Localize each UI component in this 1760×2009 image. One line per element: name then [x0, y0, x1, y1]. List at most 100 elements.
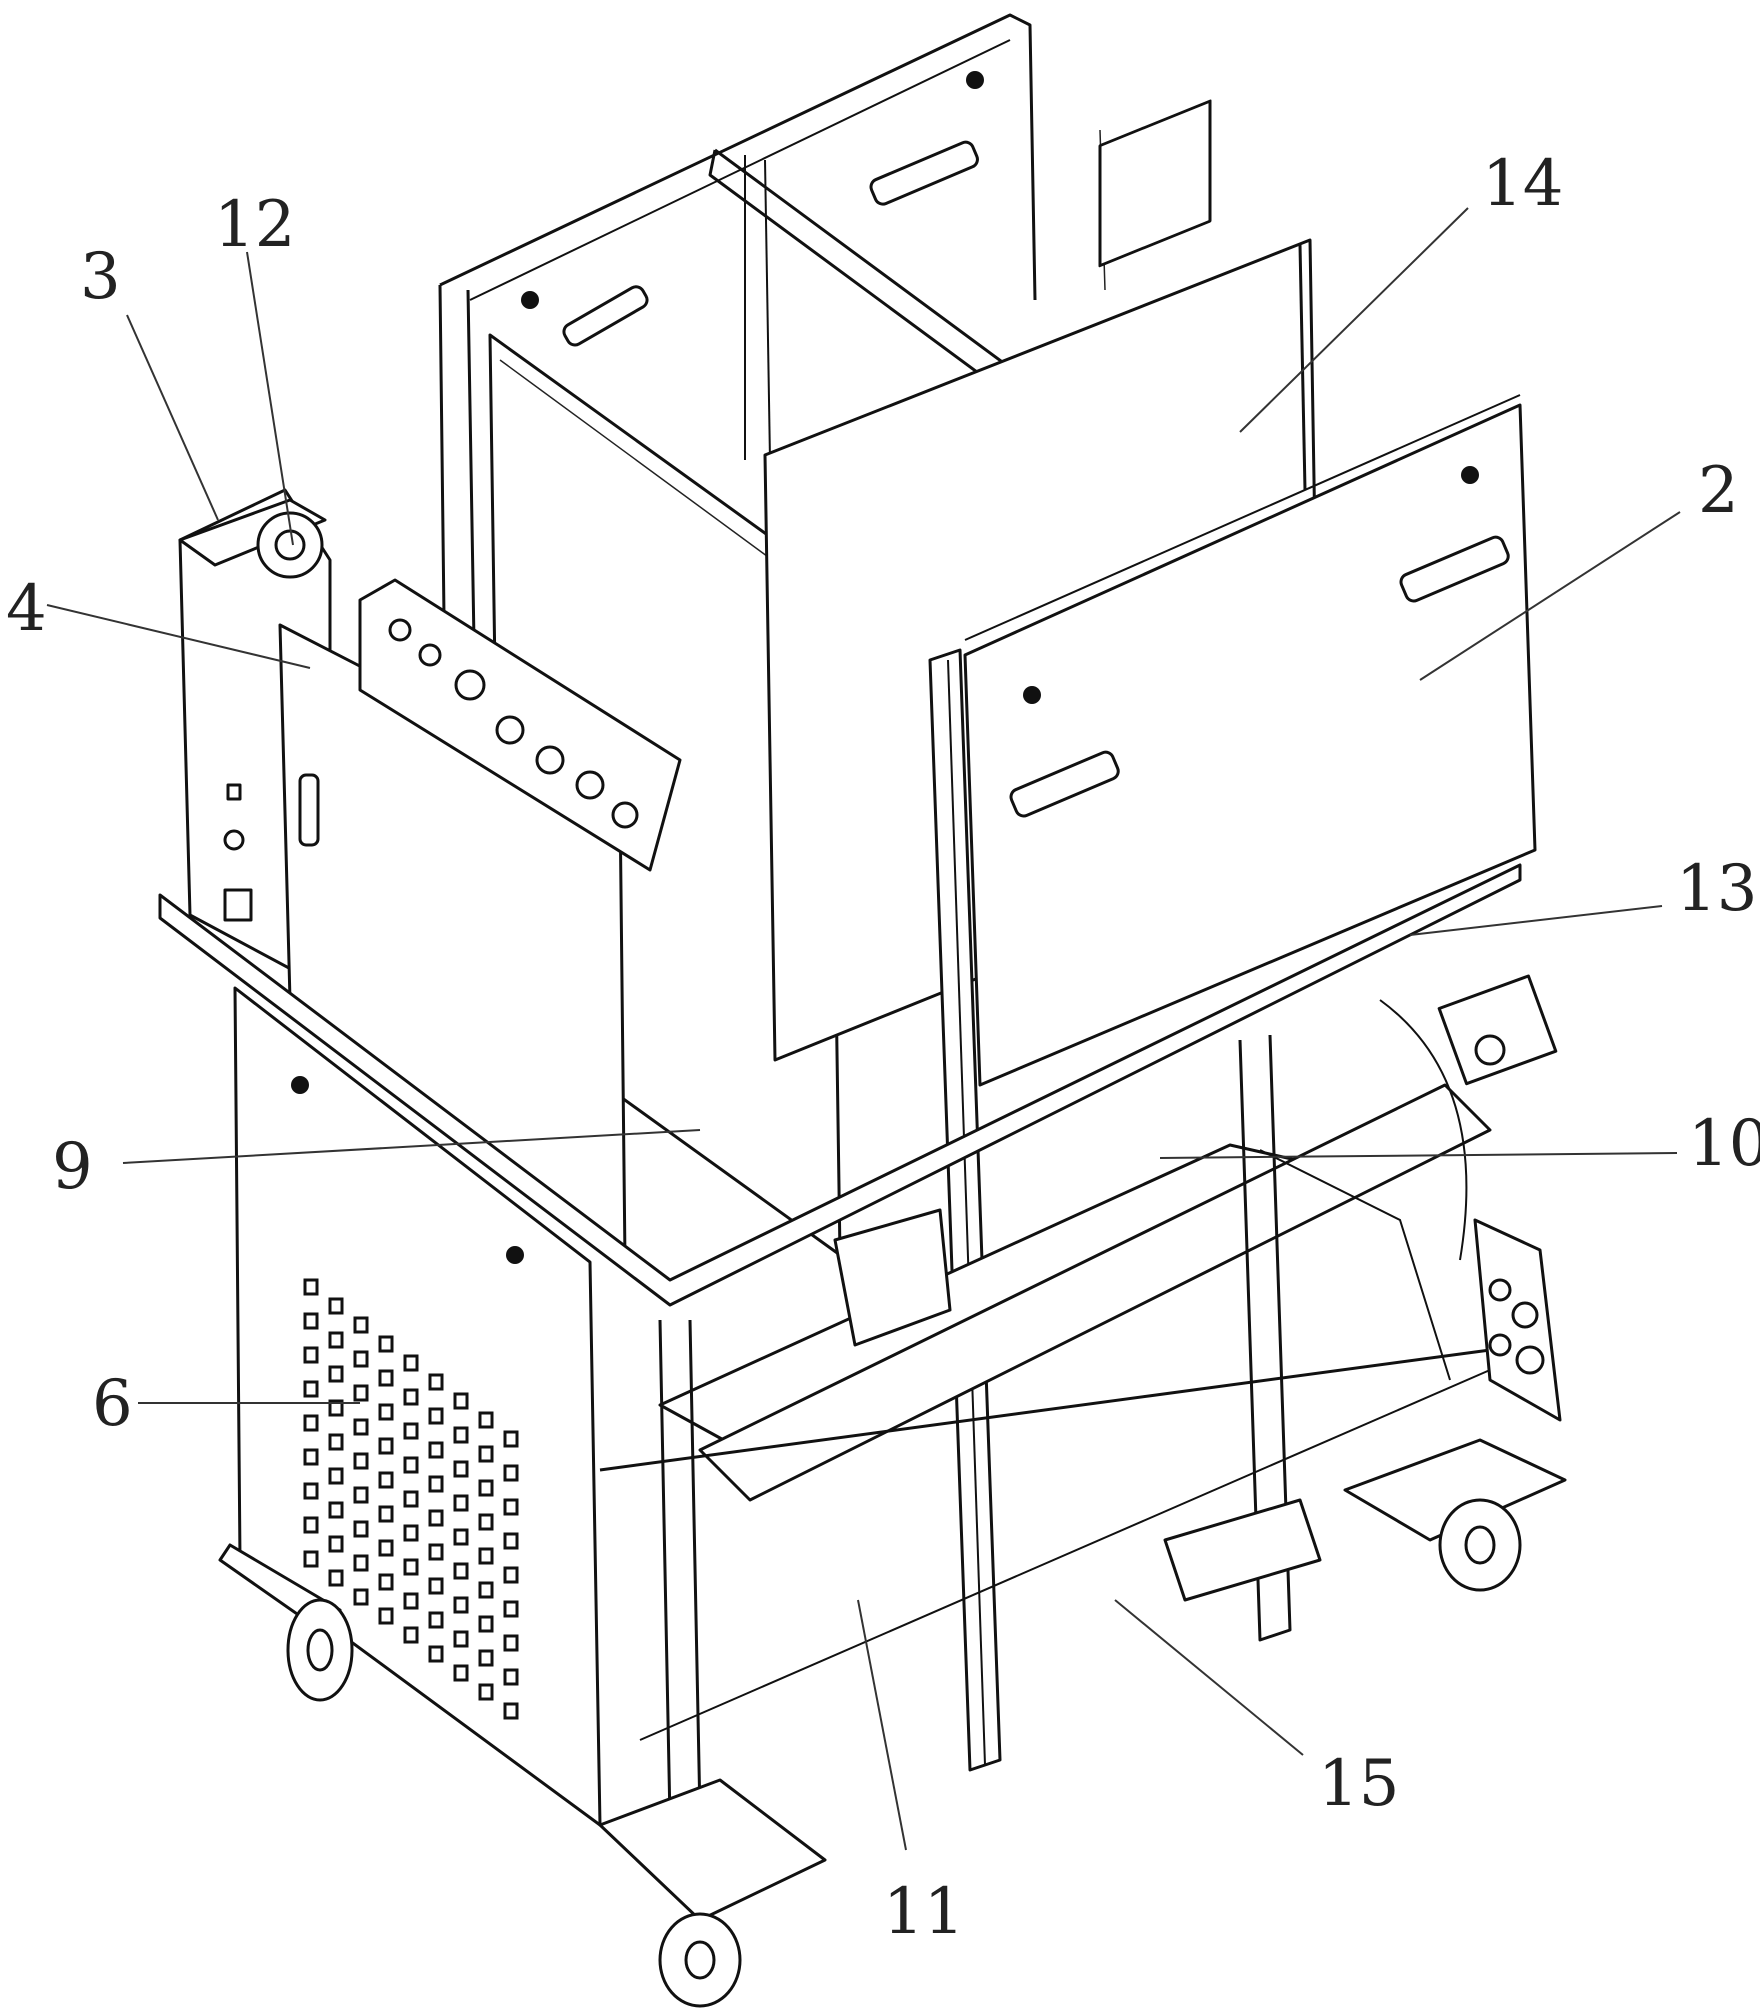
leader-4	[46, 604, 311, 669]
vent-hole	[353, 1316, 369, 1334]
vent-hole	[328, 1297, 344, 1315]
vent-hole	[353, 1554, 369, 1572]
vent-hole	[353, 1418, 369, 1436]
vent-hole	[303, 1448, 319, 1466]
vent-hole	[503, 1464, 519, 1482]
vent-hole	[328, 1501, 344, 1519]
vent-hole	[378, 1471, 394, 1489]
vent-hole	[353, 1520, 369, 1538]
vent-hole	[378, 1369, 394, 1387]
vent-hole	[503, 1566, 519, 1584]
vent-hole	[403, 1388, 419, 1406]
vent-hole	[478, 1581, 494, 1599]
ref-label-13: 13	[1676, 852, 1757, 926]
vent-hole	[403, 1354, 419, 1372]
vent-hole	[428, 1611, 444, 1629]
table-top	[158, 863, 1522, 1307]
vent-hole	[478, 1547, 494, 1565]
vent-hole	[503, 1600, 519, 1618]
vent-hole	[478, 1683, 494, 1701]
vent-hole	[478, 1513, 494, 1531]
leader-12	[246, 251, 294, 546]
vent-hole	[503, 1498, 519, 1516]
vent-hole	[403, 1422, 419, 1440]
ref-label-10: 10	[1688, 1107, 1760, 1181]
vent-hole	[503, 1430, 519, 1448]
vent-hole	[403, 1490, 419, 1508]
vent-hole	[328, 1467, 344, 1485]
vent-hole	[328, 1535, 344, 1553]
vent-hole	[403, 1592, 419, 1610]
leader-13	[1409, 905, 1663, 936]
vent-hole	[503, 1702, 519, 1720]
ref-label-4: 4	[6, 572, 47, 646]
vent-hole	[353, 1384, 369, 1402]
vent-hole	[403, 1626, 419, 1644]
vent-hole	[328, 1569, 344, 1587]
leader-3	[126, 314, 219, 521]
casters	[218, 1438, 1567, 2008]
vent-hole	[453, 1494, 469, 1512]
vent-hole	[403, 1524, 419, 1542]
ref-label-15: 15	[1318, 1747, 1399, 1821]
vent-hole	[428, 1407, 444, 1425]
vent-hole	[328, 1433, 344, 1451]
vent-hole	[303, 1346, 319, 1364]
vent-hole	[303, 1516, 319, 1534]
vent-hole	[328, 1365, 344, 1383]
vent-hole	[303, 1414, 319, 1432]
vent-hole	[303, 1550, 319, 1568]
leader-11	[857, 1599, 907, 1851]
vent-hole	[378, 1505, 394, 1523]
vent-hole	[403, 1456, 419, 1474]
ref-label-14: 14	[1482, 147, 1563, 221]
vent-hole	[453, 1392, 469, 1410]
vent-hole	[403, 1558, 419, 1576]
vent-hole	[328, 1331, 344, 1349]
vent-hole	[503, 1532, 519, 1550]
vent-hole	[503, 1668, 519, 1686]
vent-hole	[378, 1335, 394, 1353]
vent-hole	[453, 1630, 469, 1648]
vent-hole	[428, 1543, 444, 1561]
ref-label-6: 6	[92, 1367, 133, 1441]
leader-lines	[46, 207, 1681, 1851]
lower-frame	[599, 974, 1562, 1822]
vent-hole	[453, 1426, 469, 1444]
vent-hole	[478, 1649, 494, 1667]
vent-hole	[378, 1437, 394, 1455]
ref-label-12: 12	[214, 188, 295, 262]
vent-hole	[428, 1441, 444, 1459]
vent-hole	[453, 1460, 469, 1478]
vent-hole	[428, 1373, 444, 1391]
ref-label-11: 11	[883, 1875, 964, 1949]
vent-hole	[478, 1411, 494, 1429]
vent-hole	[453, 1664, 469, 1682]
vent-hole	[378, 1573, 394, 1591]
leader-10	[1159, 1152, 1678, 1159]
vent-hole	[378, 1539, 394, 1557]
vent-hole	[353, 1452, 369, 1470]
leader-2	[1419, 511, 1681, 681]
vent-hole	[378, 1607, 394, 1625]
vent-hole	[428, 1475, 444, 1493]
leader-14	[1239, 207, 1469, 433]
vent-hole	[478, 1479, 494, 1497]
leader-9	[122, 1129, 701, 1164]
vent-hole	[453, 1596, 469, 1614]
vent-hole	[453, 1562, 469, 1580]
vent-hole	[303, 1312, 319, 1330]
ref-label-3: 3	[80, 240, 121, 314]
vent-hole	[303, 1380, 319, 1398]
upper-frame	[438, 13, 1537, 1772]
vent-hole	[478, 1615, 494, 1633]
vent-hole	[353, 1350, 369, 1368]
vent-hole	[353, 1588, 369, 1606]
vent-hole	[353, 1486, 369, 1504]
vent-hole	[303, 1278, 319, 1296]
leader-15	[1114, 1599, 1304, 1756]
vent-hole	[428, 1645, 444, 1663]
vent-hole	[428, 1577, 444, 1595]
vent-hole	[453, 1528, 469, 1546]
vent-hole	[378, 1403, 394, 1421]
